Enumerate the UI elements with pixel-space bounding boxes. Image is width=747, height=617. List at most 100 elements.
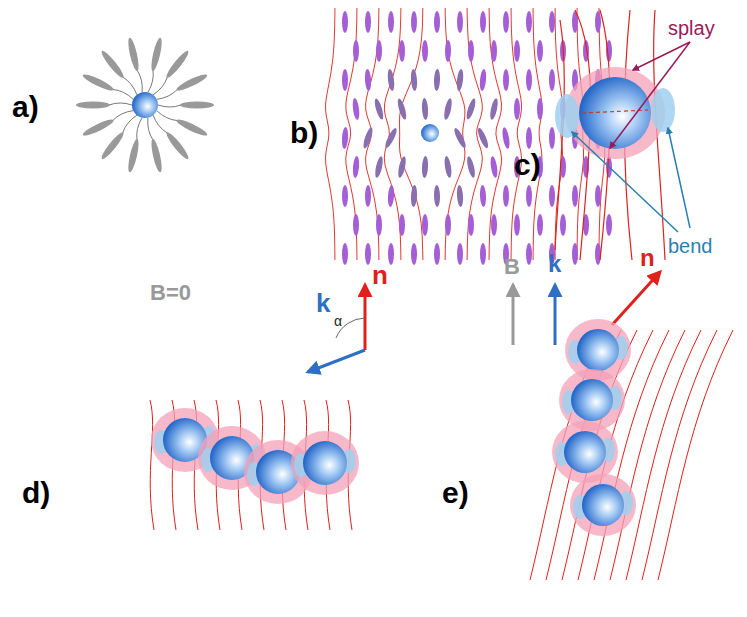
- lc-molecule: [595, 11, 601, 33]
- lc-molecule: [126, 138, 140, 173]
- panel-letter: b): [290, 118, 318, 148]
- lc-molecule: [383, 127, 398, 149]
- lc-molecule: [352, 156, 360, 178]
- lc-molecule: [480, 243, 486, 265]
- lc-molecule: [456, 69, 464, 92]
- lc-molecule: [480, 185, 487, 207]
- colloid-particle: [303, 441, 347, 485]
- lc-molecule: [489, 98, 499, 121]
- surfactant-chain: [148, 70, 153, 92]
- colloid-particle: [564, 431, 606, 473]
- surfactant-chain: [157, 89, 178, 99]
- colloid-particle: [582, 484, 624, 526]
- lc-molecule: [376, 214, 382, 236]
- lc-molecule: [175, 117, 209, 138]
- lc-molecule: [373, 98, 385, 121]
- lc-molecule: [397, 156, 407, 179]
- lc-molecule: [465, 98, 477, 121]
- lc-molecule: [362, 127, 375, 150]
- lc-molecule: [526, 69, 532, 91]
- lc-molecule: [352, 98, 361, 121]
- lc-molecule: [526, 243, 532, 265]
- lc-molecule: [457, 11, 463, 33]
- colloid-particle: [132, 92, 158, 118]
- panel-b-art: [326, 8, 613, 265]
- lc-molecule: [396, 98, 408, 121]
- lc-molecule: [514, 214, 520, 236]
- lc-molecule: [572, 185, 578, 207]
- lc-molecule: [76, 102, 110, 109]
- lc-molecule: [468, 40, 474, 62]
- lc-molecule: [164, 130, 191, 161]
- lc-molecule: [411, 243, 417, 265]
- lc-molecule: [595, 185, 601, 207]
- lc-molecule: [466, 156, 477, 179]
- lc-molecule: [491, 214, 497, 236]
- director-line: [445, 8, 465, 260]
- lc-molecule: [526, 185, 532, 207]
- lc-molecule: [164, 49, 191, 80]
- lc-molecule: [388, 243, 394, 265]
- panel-letter: c): [514, 150, 541, 180]
- lc-molecule: [537, 98, 543, 120]
- director-line: [326, 8, 335, 260]
- lc-molecule: [341, 127, 348, 149]
- lc-molecule: [456, 185, 464, 207]
- surfactant-chain: [113, 111, 134, 121]
- lc-molecule: [99, 130, 126, 161]
- director-line: [150, 400, 154, 530]
- splay-halo: [291, 431, 359, 495]
- panel-letter: d): [22, 478, 50, 508]
- lc-molecule: [342, 243, 348, 265]
- vector-label: n: [372, 262, 388, 288]
- surfactant-chain: [137, 118, 142, 140]
- lc-molecule: [503, 69, 509, 91]
- lc-molecule: [560, 214, 566, 236]
- panel-e-art: [513, 272, 733, 580]
- lc-molecule: [387, 185, 395, 207]
- director-line: [511, 8, 521, 260]
- lc-molecule: [434, 185, 440, 207]
- lc-molecule: [175, 72, 209, 93]
- lc-molecule: [410, 69, 418, 91]
- colloid-particle: [571, 379, 613, 421]
- lc-molecule: [549, 127, 555, 149]
- lc-molecule: [399, 214, 405, 236]
- director-line: [489, 8, 501, 260]
- lc-molecule: [421, 156, 428, 178]
- lc-molecule: [180, 102, 214, 109]
- lc-molecule: [572, 243, 578, 265]
- lc-molecule: [537, 40, 543, 62]
- surfactant-chain: [153, 77, 167, 95]
- lc-molecule: [443, 98, 454, 121]
- splay-halo: [559, 369, 625, 431]
- surfactant-chain: [113, 89, 134, 99]
- surfactant-chain: [123, 115, 137, 133]
- director-line: [384, 8, 401, 260]
- lc-molecule: [342, 185, 348, 207]
- lc-molecule: [537, 214, 543, 236]
- surfactant-chain: [153, 115, 167, 133]
- lc-molecule: [526, 11, 532, 33]
- lc-molecule: [342, 11, 348, 33]
- lc-molecule: [126, 37, 140, 72]
- surfactant-chain: [137, 70, 142, 92]
- lc-molecule: [476, 127, 490, 150]
- lc-molecule: [549, 185, 555, 207]
- lc-molecule: [503, 185, 509, 207]
- panel-letter: e): [442, 478, 469, 508]
- splay-halo: [552, 421, 618, 483]
- lc-molecule: [364, 69, 371, 91]
- surfactant-chain: [157, 111, 178, 121]
- lc-molecule: [468, 214, 474, 236]
- director-line: [658, 330, 733, 580]
- vector-label: n: [640, 246, 655, 270]
- lc-molecule: [501, 127, 511, 150]
- colloid-particle: [421, 124, 439, 142]
- lc-molecule: [443, 156, 452, 179]
- lc-molecule: [503, 11, 509, 33]
- lc-molecule: [353, 40, 359, 62]
- surfactant-chain: [123, 77, 137, 95]
- lc-molecule: [149, 37, 163, 72]
